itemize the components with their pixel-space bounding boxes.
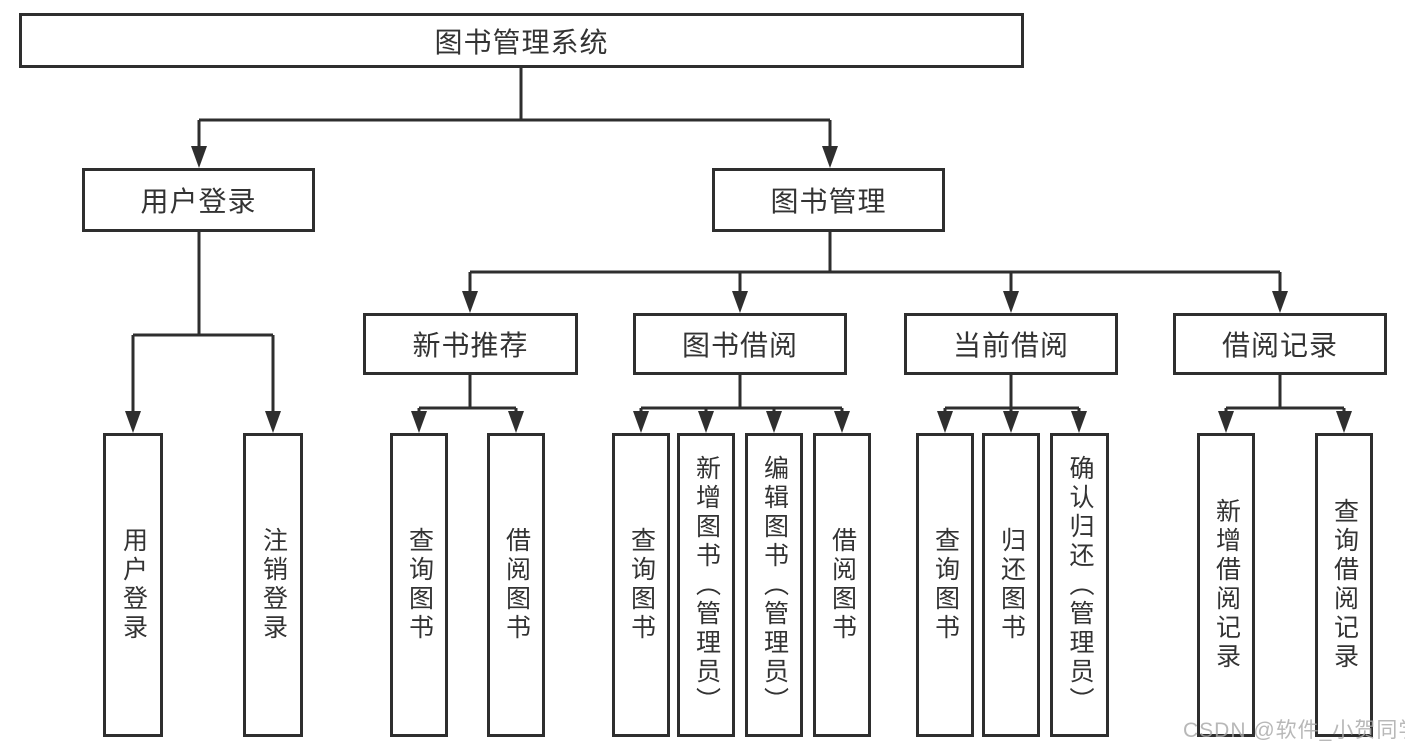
arrowhead-icons — [125, 146, 1352, 433]
node-book-management-label: 图书管理 — [770, 186, 887, 217]
leaf-user-login: 用户登录 — [103, 433, 163, 737]
node-current-borrow: 当前借阅 — [904, 313, 1118, 375]
leaf-edit-book-admin: 编辑图书（管理员） — [745, 433, 803, 737]
leaf-return-book: 归还图书 — [982, 433, 1040, 737]
node-book-borrow-label: 图书借阅 — [681, 330, 798, 361]
leaf-query-books-recommend: 查询图书 — [390, 433, 448, 737]
leaf-query-books-recommend-label: 查询图书 — [405, 527, 434, 643]
leaf-query-books-current: 查询图书 — [916, 433, 974, 737]
node-new-book-recommend-label: 新书推荐 — [412, 330, 529, 361]
leaf-logout: 注销登录 — [243, 433, 303, 737]
leaf-user-login-label: 用户登录 — [119, 527, 148, 643]
node-user-login-label: 用户登录 — [140, 186, 257, 217]
leaf-query-borrow-record: 查询借阅记录 — [1315, 433, 1373, 737]
leaf-logout-label: 注销登录 — [259, 527, 288, 643]
leaf-add-book-admin-label: 新增图书（管理员） — [692, 454, 721, 716]
node-current-borrow-label: 当前借阅 — [952, 330, 1069, 361]
leaf-confirm-return-admin: 确认归还（管理员） — [1050, 433, 1109, 737]
node-root-label: 图书管理系统 — [434, 26, 609, 58]
node-borrow-records-label: 借阅记录 — [1221, 330, 1338, 361]
leaf-borrow-books-recommend: 借阅图书 — [487, 433, 545, 737]
node-borrow-records: 借阅记录 — [1173, 313, 1387, 375]
leaf-add-book-admin: 新增图书（管理员） — [677, 433, 735, 737]
leaf-query-borrow-record-label: 查询借阅记录 — [1330, 498, 1359, 672]
node-root-library-system: 图书管理系统 — [19, 13, 1024, 68]
leaf-borrow-books-label: 借阅图书 — [828, 527, 857, 643]
leaf-edit-book-admin-label: 编辑图书（管理员） — [760, 454, 789, 716]
leaf-borrow-books-recommend-label: 借阅图书 — [502, 527, 531, 643]
node-new-book-recommend: 新书推荐 — [363, 313, 578, 375]
leaf-query-books-borrow-label: 查询图书 — [627, 527, 656, 643]
node-book-borrow: 图书借阅 — [633, 313, 847, 375]
node-user-login: 用户登录 — [82, 168, 315, 232]
node-book-management: 图书管理 — [712, 168, 945, 232]
leaf-add-borrow-record-label: 新增借阅记录 — [1212, 498, 1241, 672]
leaf-return-book-label: 归还图书 — [997, 527, 1026, 643]
leaf-query-books-current-label: 查询图书 — [931, 527, 960, 643]
leaf-add-borrow-record: 新增借阅记录 — [1197, 433, 1255, 737]
csdn-watermark: CSDN @软件_小贺同学 — [1183, 719, 1405, 742]
leaf-borrow-books: 借阅图书 — [813, 433, 871, 737]
leaf-confirm-return-admin-label: 确认归还（管理员） — [1066, 454, 1094, 716]
leaf-query-books-borrow: 查询图书 — [612, 433, 670, 737]
